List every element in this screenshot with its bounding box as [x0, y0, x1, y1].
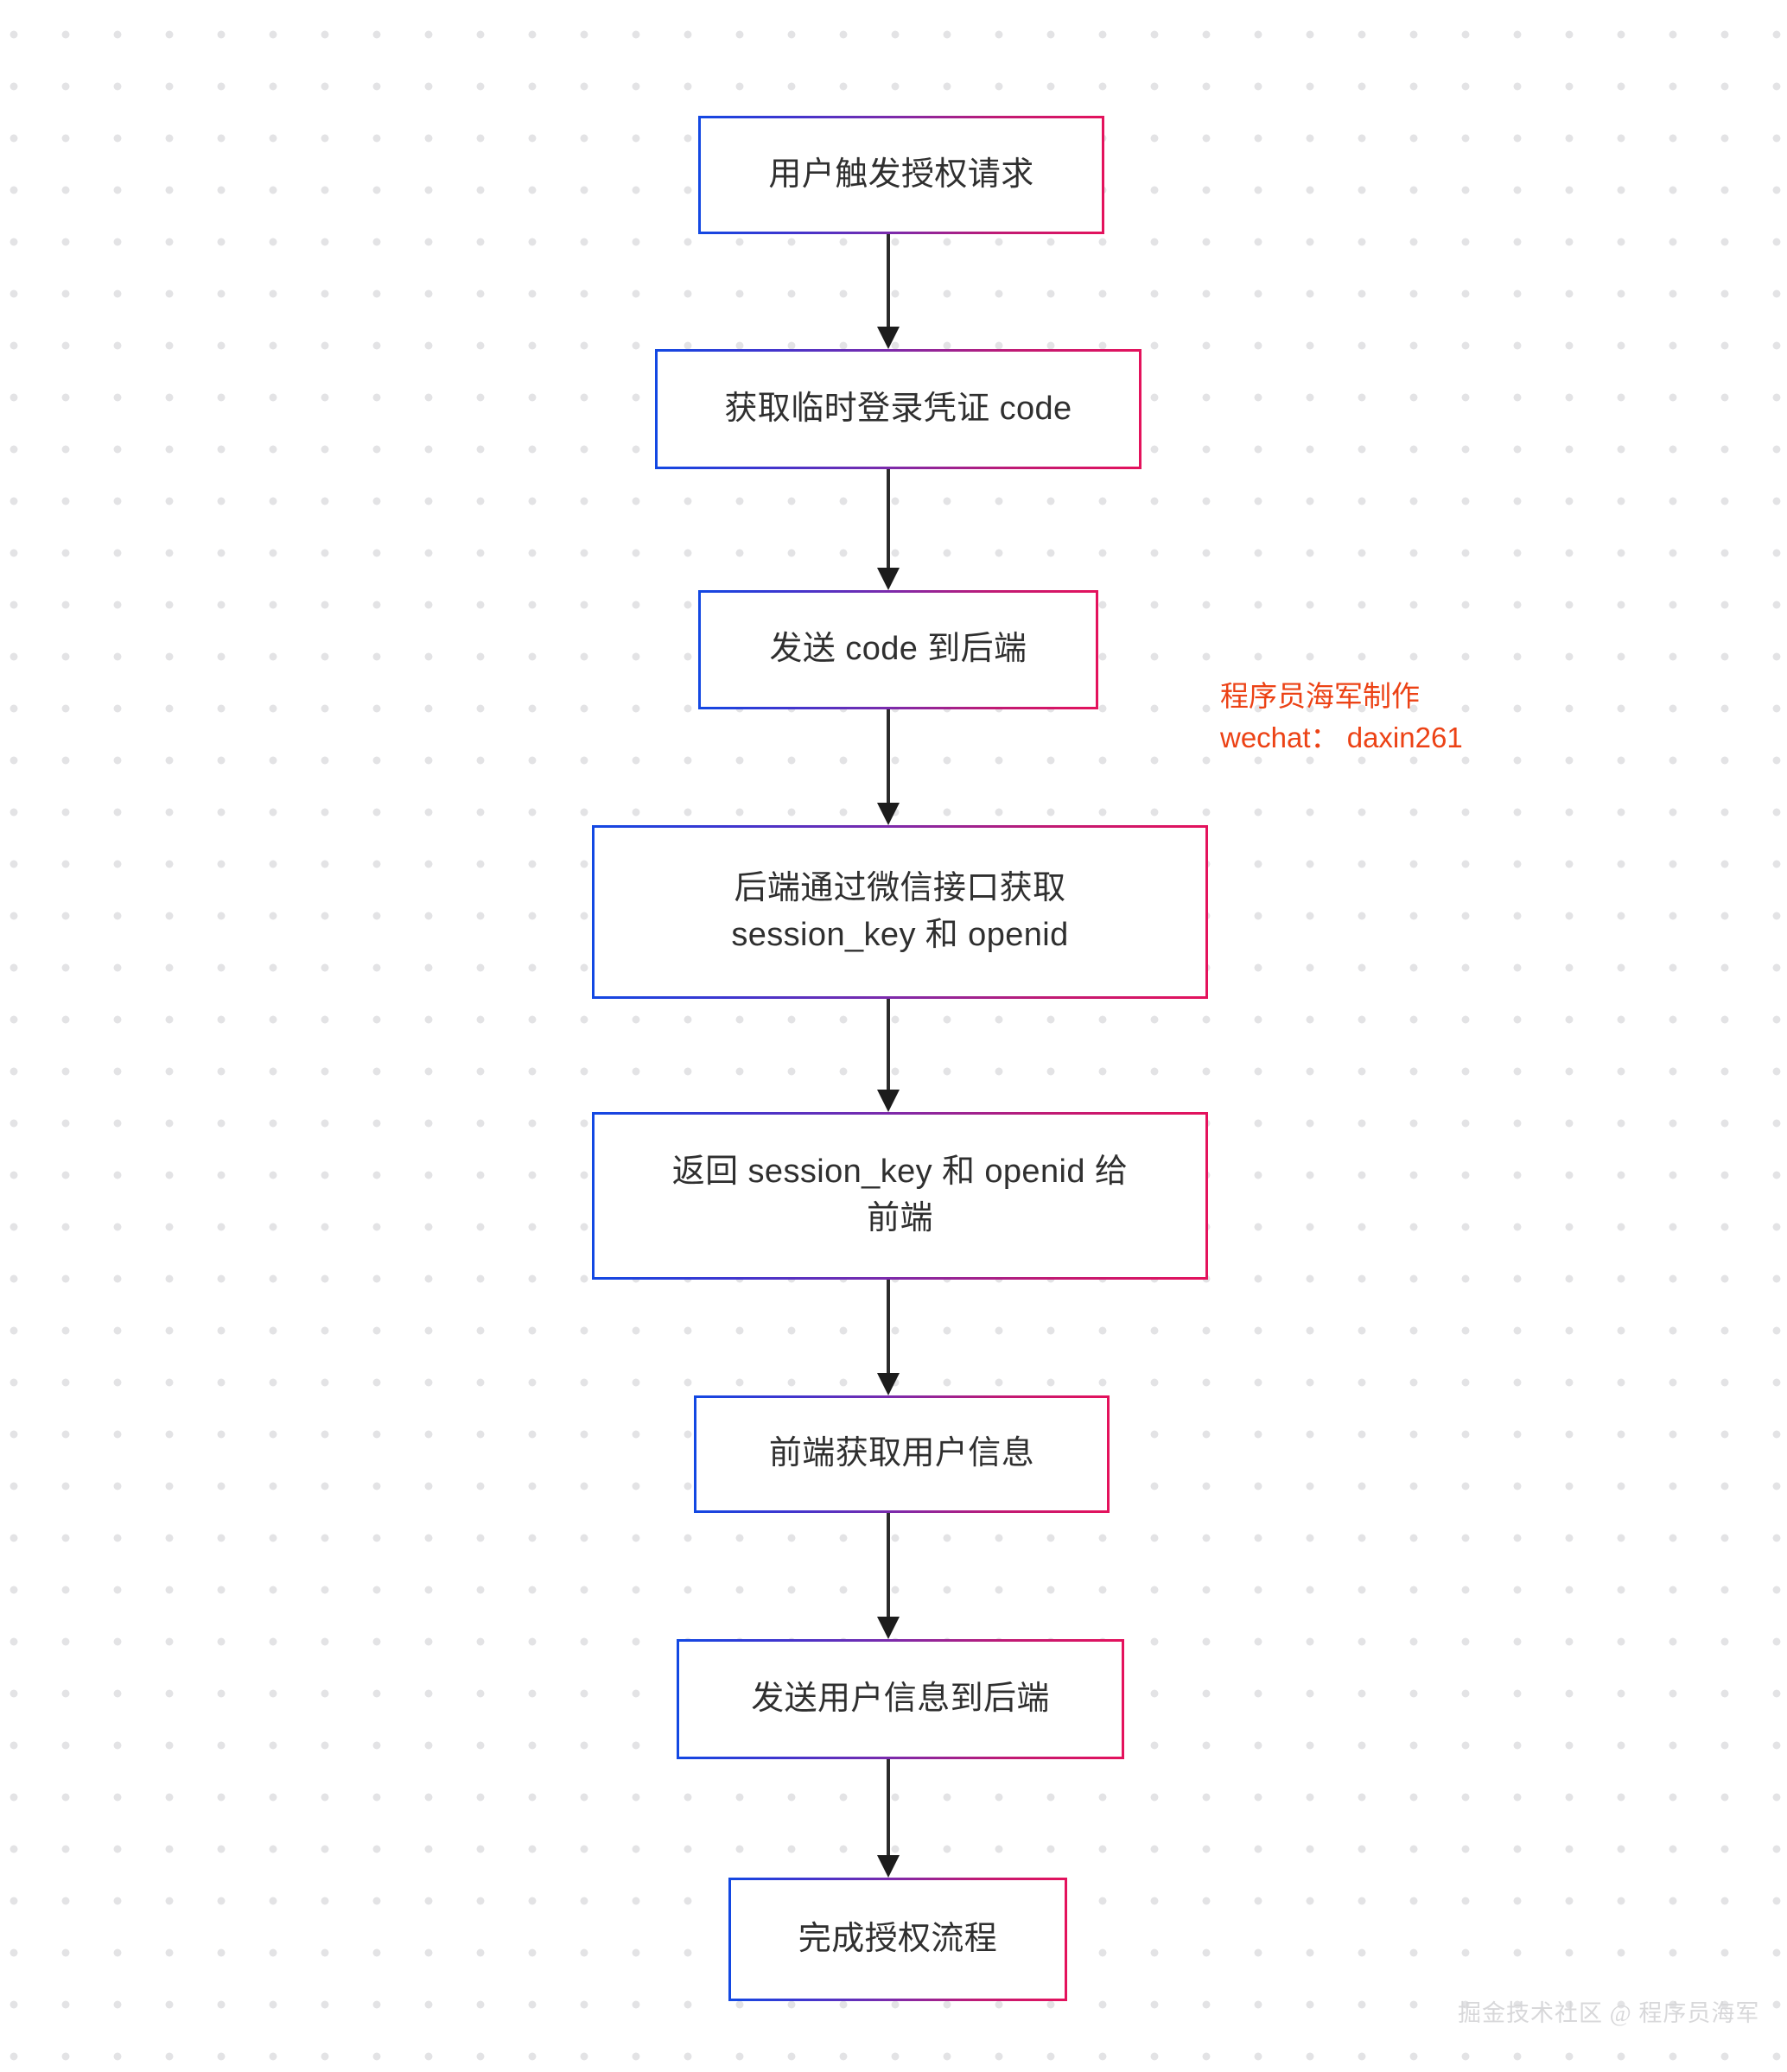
footer-watermark: 掘金技术社区 @ 程序员海军 — [1458, 2000, 1760, 2026]
flow-arrow-2 — [875, 469, 901, 590]
flow-node-label: 发送用户信息到后端 — [751, 1680, 1050, 1717]
flow-node-3[interactable]: 发送 code 到后端 — [698, 590, 1098, 709]
flow-arrow-6 — [875, 1513, 901, 1639]
flow-node-1[interactable]: 用户触发授权请求 — [698, 116, 1104, 234]
flow-arrow-3 — [875, 709, 901, 825]
flow-node-7[interactable]: 发送用户信息到后端 — [677, 1639, 1124, 1759]
flow-node-label: 返回 session_key 和 openid 给 前端 — [671, 1154, 1129, 1236]
arrowhead-icon — [877, 1617, 900, 1639]
flow-node-label: 用户触发授权请求 — [768, 156, 1034, 193]
flow-arrow-7 — [875, 1759, 901, 1878]
arrowhead-icon — [877, 1090, 900, 1112]
arrowhead-icon — [877, 1855, 900, 1878]
arrowhead-icon — [877, 568, 900, 590]
flow-node-label: 后端通过微信接口获取 session_key 和 openid — [731, 869, 1069, 953]
flow-node-5[interactable]: 返回 session_key 和 openid 给 前端 — [592, 1112, 1208, 1280]
author-watermark: 程序员海军制作 wechat： daxin261 — [1220, 680, 1463, 753]
flow-node-6[interactable]: 前端获取用户信息 — [694, 1395, 1110, 1513]
flow-node-2[interactable]: 获取临时登录凭证 code — [655, 349, 1142, 469]
flow-arrow-4 — [875, 999, 901, 1112]
arrowhead-icon — [877, 803, 900, 825]
flow-node-4[interactable]: 后端通过微信接口获取 session_key 和 openid — [592, 825, 1208, 999]
flow-node-label: 发送 code 到后端 — [769, 631, 1027, 668]
flow-arrow-5 — [875, 1280, 901, 1395]
arrowhead-icon — [877, 1373, 900, 1395]
flow-node-8[interactable]: 完成授权流程 — [728, 1878, 1067, 2001]
flow-arrow-1 — [875, 234, 901, 349]
flow-node-label: 前端获取用户信息 — [768, 1435, 1035, 1472]
arrowhead-icon — [877, 327, 900, 349]
flow-node-label: 完成授权流程 — [798, 1920, 998, 1957]
flow-node-label: 获取临时登录凭证 code — [724, 390, 1072, 427]
